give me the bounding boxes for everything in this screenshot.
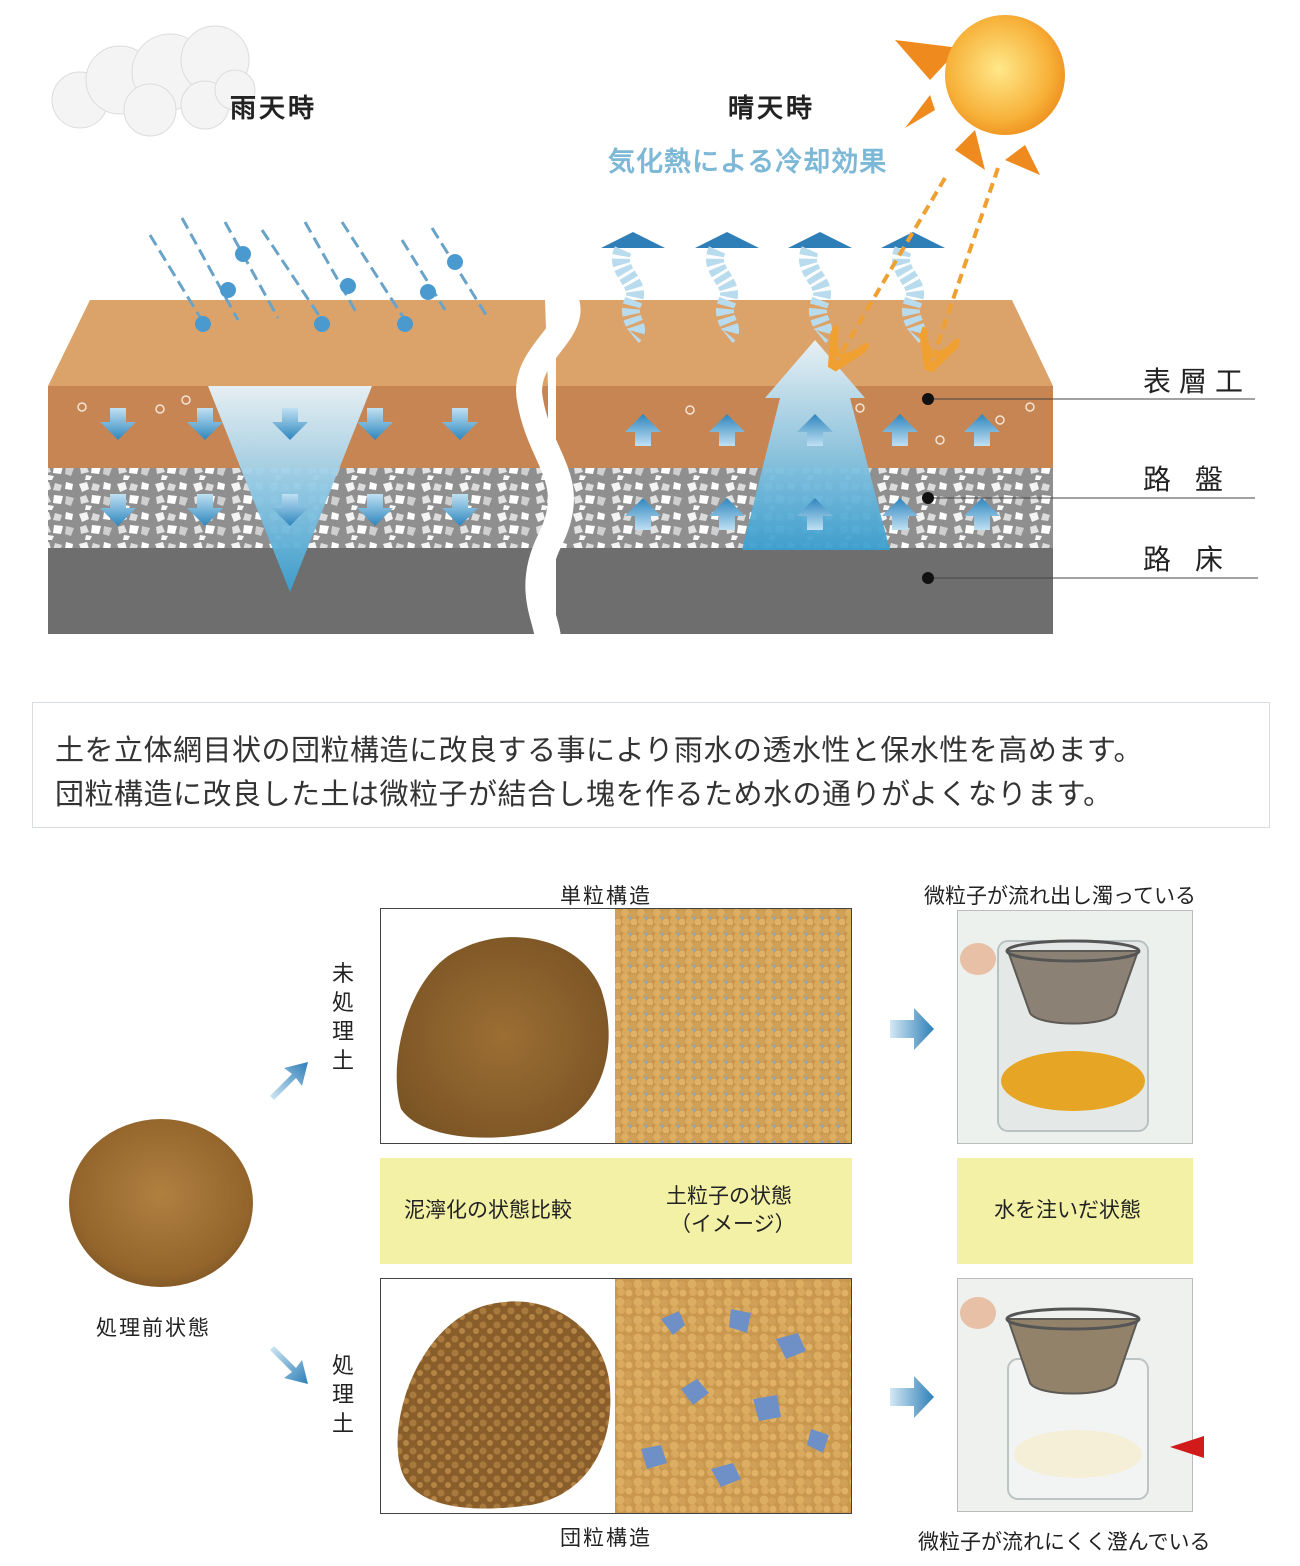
layer-label-subgrade: 路床 (1143, 543, 1248, 576)
arrow-down-right-icon (270, 1346, 308, 1384)
arrow-right-icon (890, 1008, 934, 1050)
clear-caption: 微粒子が流れにくく澄んでいる (918, 1530, 1211, 1554)
arrow-down-icon-group (100, 408, 478, 526)
cooling-effect-label: 気化熱による冷却効果 (608, 147, 888, 178)
description-line-1: 土を立体網目状の団粒構造に改良する事により雨水の透水性と保水性を高めます。 (55, 733, 1144, 767)
road-cross-section-diagram (48, 15, 1258, 642)
turbid-water-photo (957, 910, 1193, 1144)
treated-photo-panel (380, 1278, 852, 1514)
before-state-label: 処理前状態 (96, 1316, 211, 1340)
clear-water-photo (957, 1278, 1193, 1512)
sun-icon (895, 15, 1065, 175)
before-soil-image (69, 1119, 253, 1287)
sunny-label: 晴天時 (728, 94, 816, 124)
layer-label-base: 路盤 (1143, 463, 1248, 496)
rain-label: 雨天時 (230, 94, 318, 124)
untreated-photo-panel (380, 908, 852, 1144)
untreated-soil-image (396, 909, 851, 1143)
untreated-soil-label: 未処理土 (331, 962, 354, 1074)
band-particle-state: 土粒子の状態 (666, 1184, 792, 1208)
layer-leader-lines (928, 398, 1258, 579)
layer-label-surface: 表層工 (1143, 365, 1252, 398)
description-line-2: 団粒構造に改良した土は微粒子が結合し塊を作るため水の通りがよくなります。 (55, 777, 1113, 811)
description-box: 土を立体網目状の団粒構造に改良する事により雨水の透水性と保水性を高めます。 団粒… (32, 702, 1270, 828)
aggregate-title: 団粒構造 (560, 1526, 652, 1550)
band-particle-image-note: （イメージ） (670, 1212, 796, 1236)
wavy-up-arrow-icon-group (601, 232, 945, 344)
infiltration-arrow (208, 386, 372, 592)
section-split (516, 282, 581, 642)
raindrop-icon-group (148, 217, 490, 323)
arrow-up-right-icon (270, 1062, 308, 1100)
arrow-up-icon-group (625, 414, 1000, 530)
band-water-poured: 水を注いだ状態 (994, 1198, 1141, 1222)
band-left (380, 1158, 852, 1264)
single-grain-title: 単粒構造 (560, 884, 652, 908)
treated-soil-image (397, 1279, 851, 1513)
band-mud-comparison: 泥濘化の状態比較 (404, 1198, 572, 1222)
treated-soil-label: 処理土 (331, 1354, 354, 1437)
band-right (957, 1158, 1193, 1264)
cloud-icon (51, 25, 256, 137)
arrow-right-icon (890, 1376, 934, 1418)
red-pointer-icon (1170, 1436, 1204, 1458)
turbid-caption: 微粒子が流れ出し濁っている (924, 884, 1196, 908)
